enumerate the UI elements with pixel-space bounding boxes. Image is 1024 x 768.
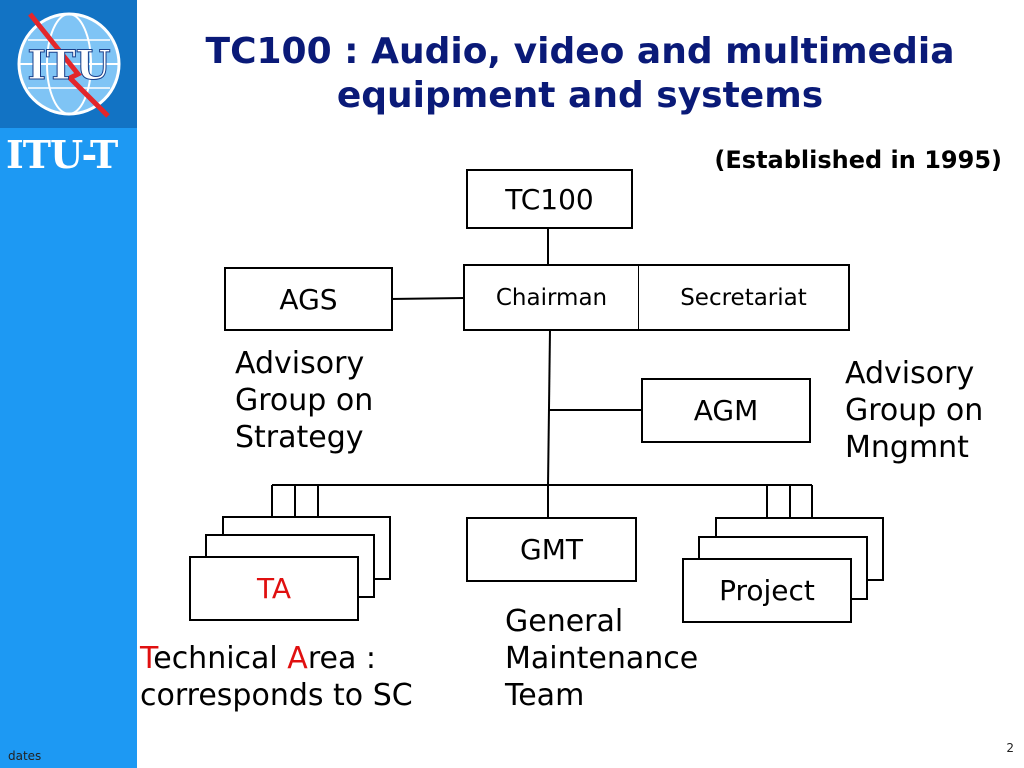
agm-box: AGM [641,378,811,443]
ta-desc-a: A [287,641,308,676]
slide-title: TC100 : Audio, video and multimedia equi… [150,30,1010,118]
page-number: 2 [1006,741,1014,755]
itu-t-brand: ITU-T [6,132,118,177]
ta-desc-t: T [140,641,154,676]
connector-main-trunk [547,329,551,487]
agm-desc-line-1: Advisory [845,356,975,391]
ta-box: TA [189,556,359,621]
gmt-box: GMT [466,517,637,582]
gmt-desc-line-3: Team [505,678,585,713]
itu-globe-logo-icon: ITU [17,12,121,118]
agm-desc-line-3: Mngmnt [845,430,969,465]
gmt-desc-line-1: General [505,604,624,639]
gmt-description: General Maintenance Team [505,603,698,714]
chairman-box: Chairman [463,264,639,331]
ags-description: Advisory Group on Strategy [235,345,373,456]
secretariat-box: Secretariat [638,264,850,331]
tc100-box: TC100 [466,169,633,229]
itu-sidebar: ITU ITU-T dates [0,0,137,768]
gmt-desc-line-2: Maintenance [505,641,699,676]
established-note: (Established in 1995) [714,146,1002,174]
ta-desc-line-2: corresponds to SC [140,678,413,713]
title-line-2: equipment and systems [336,75,824,116]
footer-dates: dates [8,749,42,763]
connector-ags [389,297,466,300]
project-box: Project [682,558,852,623]
ta-description: Technical Area : corresponds to SC [140,640,413,714]
ags-desc-line-3: Strategy [235,420,364,455]
svg-text:ITU: ITU [27,42,110,89]
itu-logo-panel: ITU [0,0,137,128]
ags-desc-line-1: Advisory [235,346,365,381]
ta-desc-rea: rea : [307,641,376,676]
ags-box: AGS [224,267,393,331]
agm-desc-line-2: Group on [845,393,984,428]
ta-desc-echnical: echnical [153,641,288,676]
agm-description: Advisory Group on Mngmnt [845,355,983,466]
ta-desc-line-1: Technical Area : [140,640,413,677]
title-line-1: TC100 : Audio, video and multimedia [205,31,955,72]
ags-desc-line-2: Group on [235,383,374,418]
